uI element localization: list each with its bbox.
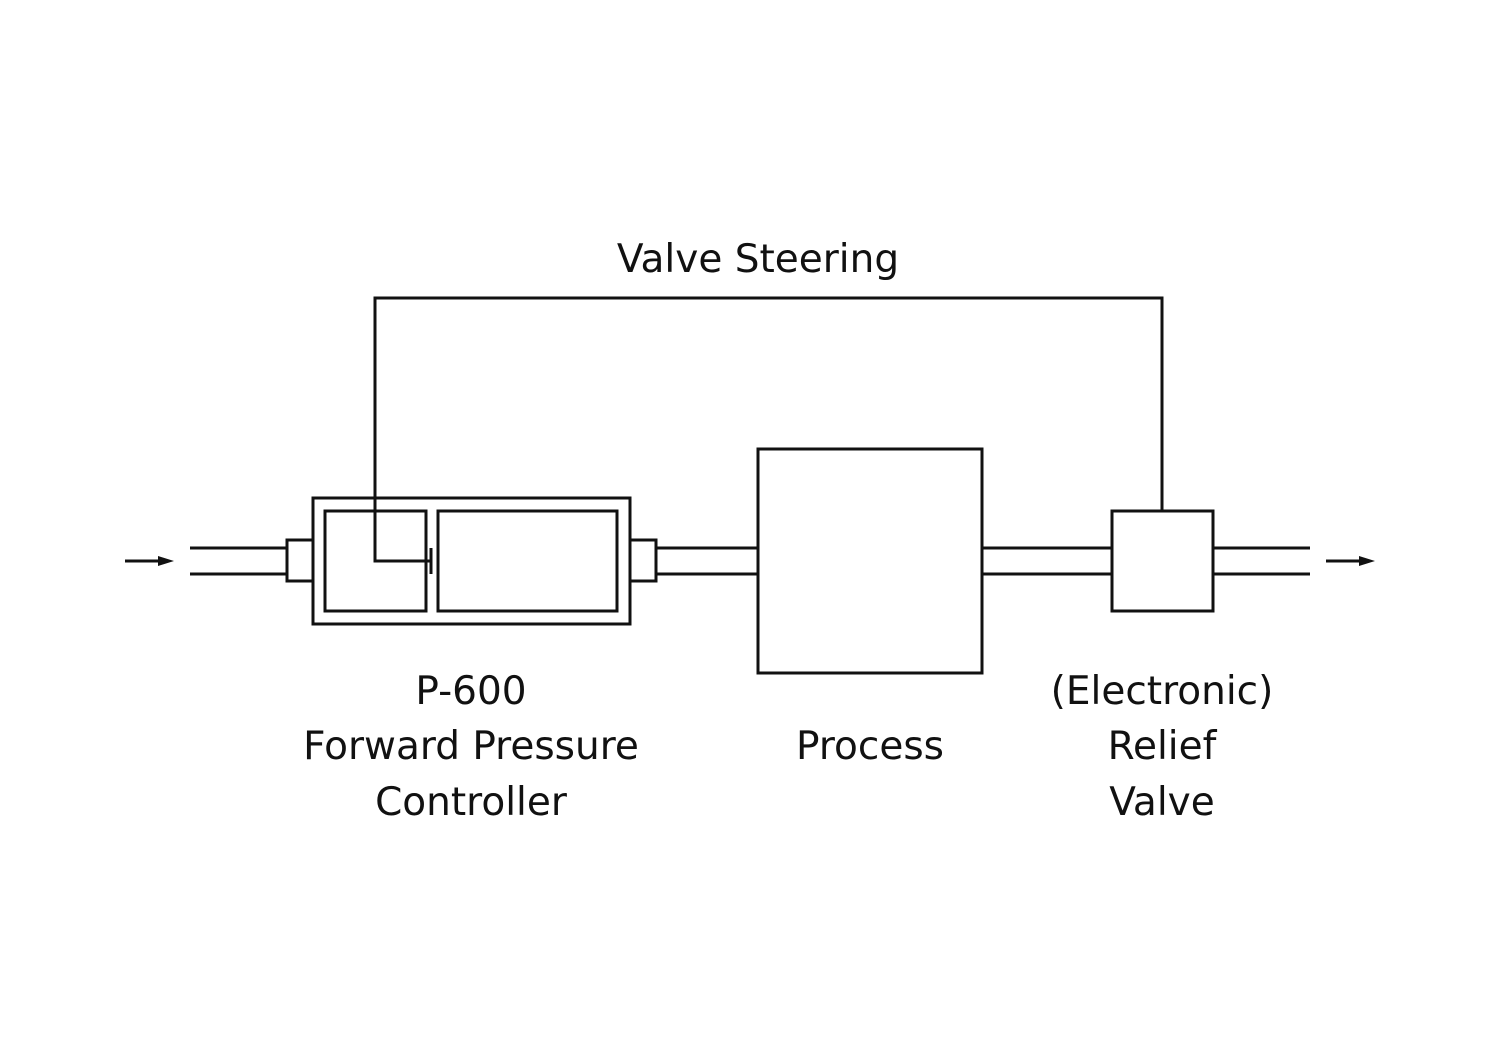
pipe-process-to-valve — [982, 546, 1112, 576]
outlet-arrow — [1326, 556, 1375, 566]
outlet-pipe — [1213, 546, 1310, 576]
relief-valve-label: (Electronic) Relief Valve — [1051, 669, 1274, 825]
inlet-arrow — [125, 556, 174, 566]
controller-label-line2: Forward Pressure — [303, 724, 639, 769]
relief-valve-label-line2: Relief — [1108, 724, 1218, 769]
controller-label-line3: Controller — [375, 780, 568, 825]
controller-outlet-fitting — [628, 538, 658, 583]
pipe-controller-to-process — [656, 546, 758, 576]
controller-inlet-fitting — [285, 538, 315, 583]
relief-valve-label-line1: (Electronic) — [1051, 669, 1274, 714]
relief-valve-box — [1110, 509, 1215, 613]
valve-steering-label: Valve Steering — [617, 237, 899, 282]
valve-steering-line — [373, 296, 1164, 563]
controller-label-line1: P-600 — [415, 669, 526, 714]
controller-label: P-600 Forward Pressure Controller — [303, 669, 639, 825]
process-label: Process — [796, 724, 944, 769]
inlet-pipe — [190, 546, 288, 576]
process-box — [756, 447, 984, 675]
controller-right-compartment — [436, 509, 619, 613]
relief-valve-label-line3: Valve — [1109, 780, 1214, 825]
